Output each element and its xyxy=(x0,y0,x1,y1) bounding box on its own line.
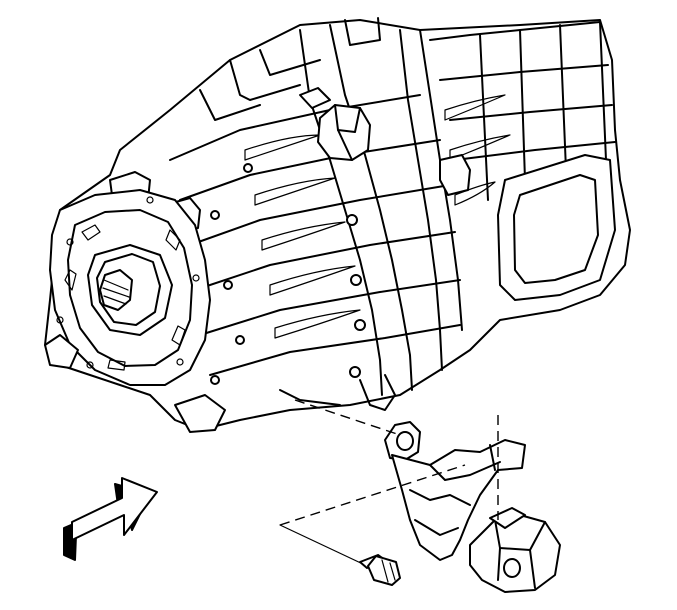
mount-bracket xyxy=(384,421,561,593)
side-cover xyxy=(497,154,616,301)
alignment-lines xyxy=(279,399,499,566)
transmission-case xyxy=(44,17,631,433)
rubber-isolator xyxy=(469,507,561,593)
front-direction-arrow xyxy=(63,477,158,561)
bolt xyxy=(359,554,401,586)
input-shaft xyxy=(87,244,173,336)
fill-plug xyxy=(299,87,371,161)
